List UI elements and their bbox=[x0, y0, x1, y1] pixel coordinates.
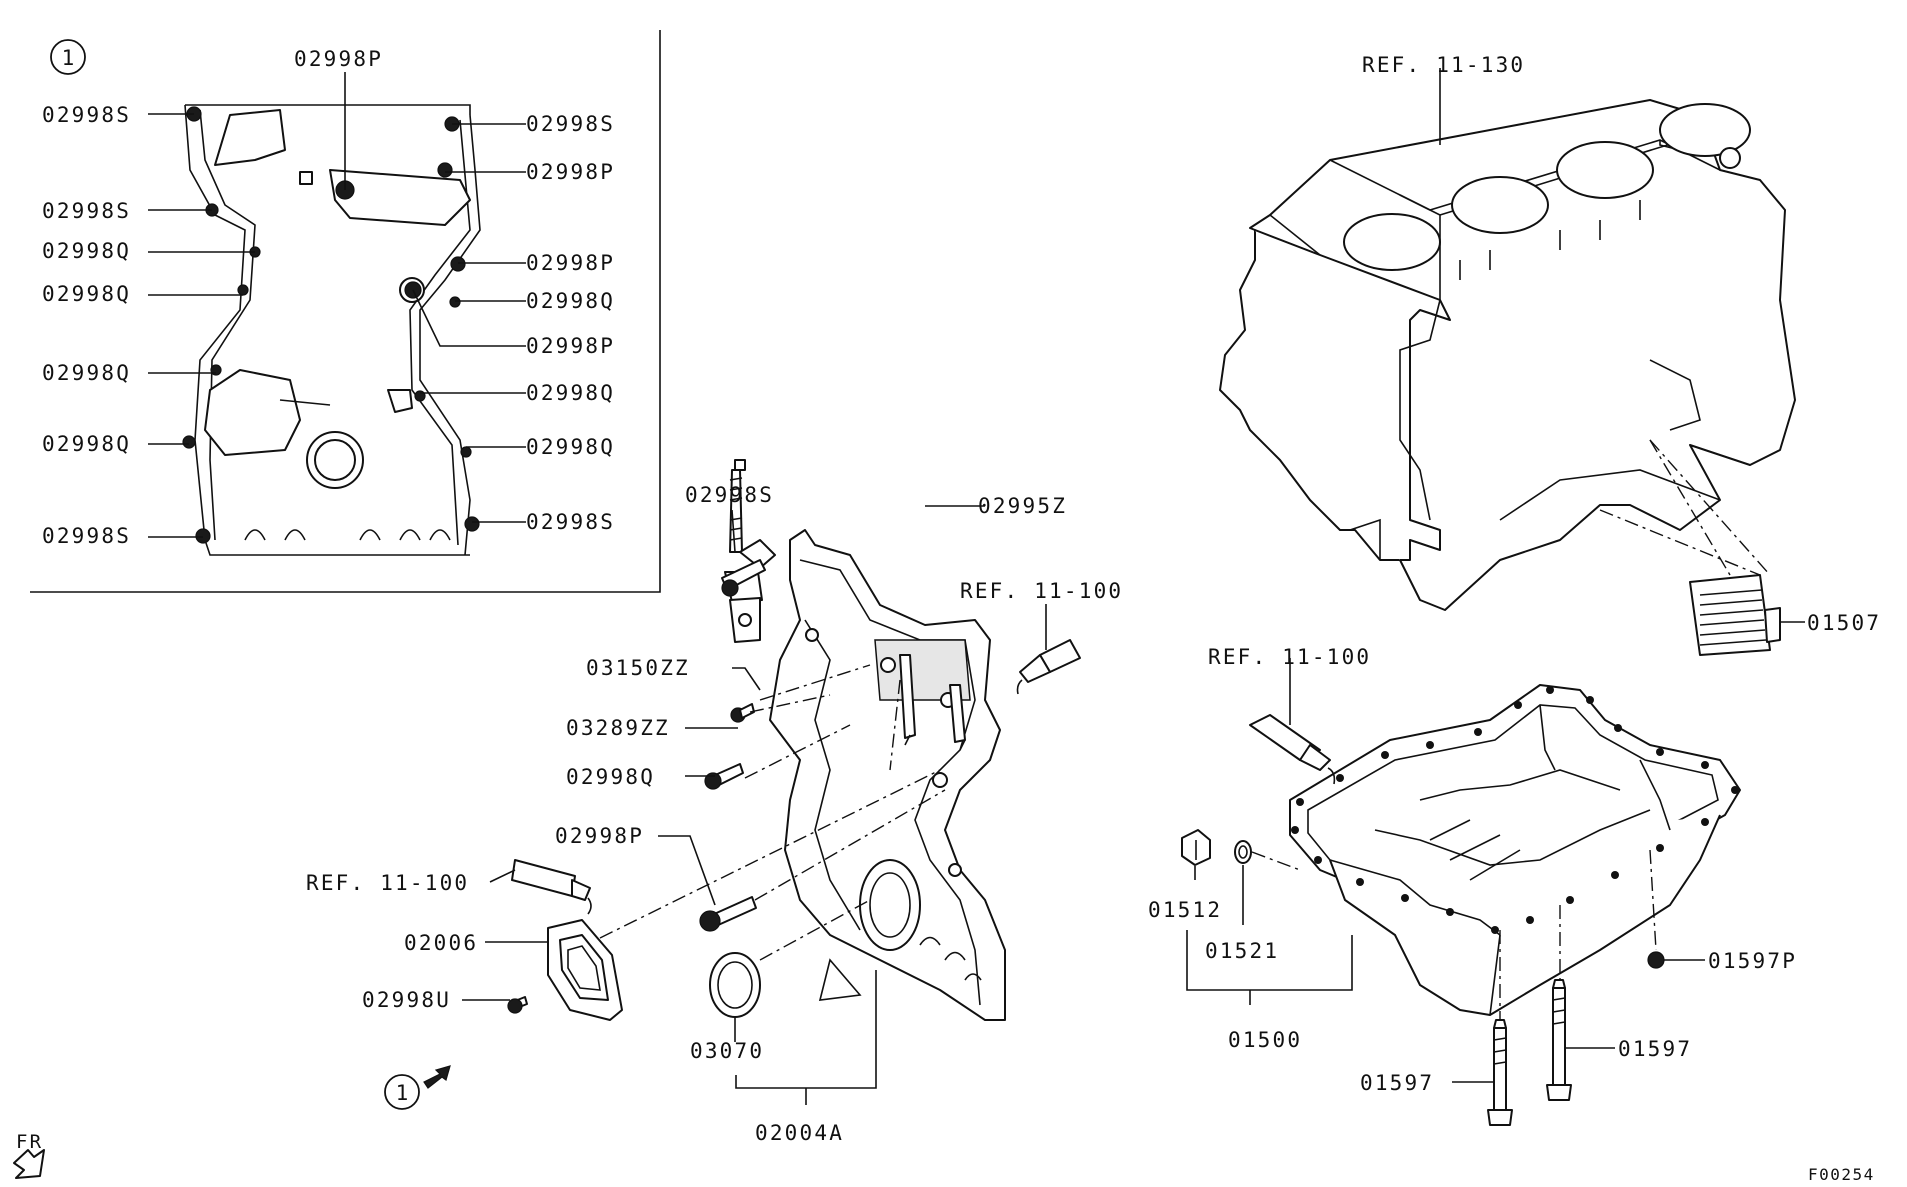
label-01597-2: 01597 bbox=[1618, 1037, 1692, 1061]
inset-frame bbox=[30, 30, 661, 593]
label-03070: 03070 bbox=[690, 1039, 764, 1063]
inset-label-left-1: 02998S bbox=[42, 103, 131, 127]
cylinder-3 bbox=[1556, 141, 1654, 199]
center-dash-lines bbox=[599, 664, 946, 961]
label-01597-1: 01597 bbox=[1360, 1071, 1434, 1095]
view-ref-arrow: 1 bbox=[384, 1065, 451, 1110]
bolt-01597-2 bbox=[1546, 979, 1572, 1101]
oil-pan-sealant-tube bbox=[1249, 714, 1336, 785]
cylinder-2 bbox=[1451, 176, 1549, 234]
view-ref-number: 1 bbox=[396, 1081, 409, 1105]
label-02998S-center: 02998S bbox=[685, 483, 774, 507]
oil-seal-03070 bbox=[709, 952, 761, 1018]
inset-leaders-left bbox=[148, 113, 255, 538]
strainer-01507 bbox=[1689, 574, 1781, 656]
sealant-tube-2 bbox=[511, 859, 592, 915]
label-02006: 02006 bbox=[404, 931, 478, 955]
inset-label-left-7: 02998S bbox=[42, 524, 131, 548]
inset-label-left-5: 02998Q bbox=[42, 361, 131, 385]
gasket-01521 bbox=[1234, 840, 1252, 864]
drain-plug-01512 bbox=[1181, 829, 1211, 866]
cylinder-1 bbox=[1343, 213, 1441, 271]
bolt-01597-1 bbox=[1487, 1019, 1513, 1126]
inset-cover-outline bbox=[184, 104, 481, 556]
inset-label-right-2: 02998P bbox=[526, 160, 615, 184]
label-ref-11-100-c: REF. 11-100 bbox=[1208, 645, 1371, 669]
bolt-01597P bbox=[1647, 951, 1665, 969]
cover-plate-02006 bbox=[547, 919, 623, 1021]
inset-bolt-markers bbox=[182, 106, 480, 544]
inset-label-right-7: 02998Q bbox=[526, 435, 615, 459]
inset-label-right-5: 02998P bbox=[526, 334, 615, 358]
label-03289ZZ: 03289ZZ bbox=[566, 716, 670, 740]
small-hardware bbox=[507, 459, 1081, 1014]
label-01500: 01500 bbox=[1228, 1028, 1302, 1052]
timing-cover-group bbox=[769, 529, 1006, 1021]
fr-arrow-icon bbox=[13, 1149, 45, 1179]
inset-ref-number: 1 bbox=[62, 46, 75, 70]
label-ref-11-130: REF. 11-130 bbox=[1362, 53, 1525, 77]
inset-ref-circle bbox=[50, 39, 86, 75]
label-02998U: 02998U bbox=[362, 988, 451, 1012]
label-ref-11-100-b: REF. 11-100 bbox=[306, 871, 469, 895]
oil-pan-leaders bbox=[1186, 658, 1705, 1083]
inset-label-left-4: 02998Q bbox=[42, 282, 131, 306]
label-01507: 01507 bbox=[1807, 611, 1881, 635]
label-02995Z: 02995Z bbox=[978, 494, 1067, 518]
inset-label-left-6: 02998Q bbox=[42, 432, 131, 456]
inset-label-right-8: 02998S bbox=[526, 510, 615, 534]
inset-label-right-4: 02998Q bbox=[526, 289, 615, 313]
figure-code: F00254 bbox=[1808, 1165, 1875, 1184]
inset-leaders-right bbox=[344, 72, 526, 523]
label-01521: 01521 bbox=[1205, 939, 1279, 963]
label-02004A: 02004A bbox=[755, 1121, 844, 1145]
inset-label-right-3: 02998P bbox=[526, 251, 615, 275]
label-03150ZZ: 03150ZZ bbox=[586, 656, 690, 680]
label-ref-11-100-a: REF. 11-100 bbox=[960, 579, 1123, 603]
inset-label-left-2: 02998S bbox=[42, 199, 131, 223]
inset-label-right-1: 02998S bbox=[526, 112, 615, 136]
cylinder-4 bbox=[1659, 103, 1751, 157]
inset-view: 1 bbox=[30, 30, 661, 593]
label-01512: 01512 bbox=[1148, 898, 1222, 922]
engine-block bbox=[1219, 99, 1796, 656]
sealant-tube-1 bbox=[1016, 639, 1081, 695]
inset-label-left-3: 02998Q bbox=[42, 239, 131, 263]
fr-label: FR bbox=[16, 1131, 43, 1153]
inset-label-top: 02998P bbox=[294, 47, 383, 71]
center-leaders bbox=[462, 505, 1047, 1105]
label-02998Q-center: 02998Q bbox=[566, 765, 655, 789]
label-01597P: 01597P bbox=[1708, 949, 1797, 973]
label-02998P-center: 02998P bbox=[555, 824, 644, 848]
fr-indicator: FR bbox=[13, 1131, 45, 1179]
oil-pan bbox=[1181, 684, 1741, 1126]
inset-label-right-6: 02998Q bbox=[526, 381, 615, 405]
